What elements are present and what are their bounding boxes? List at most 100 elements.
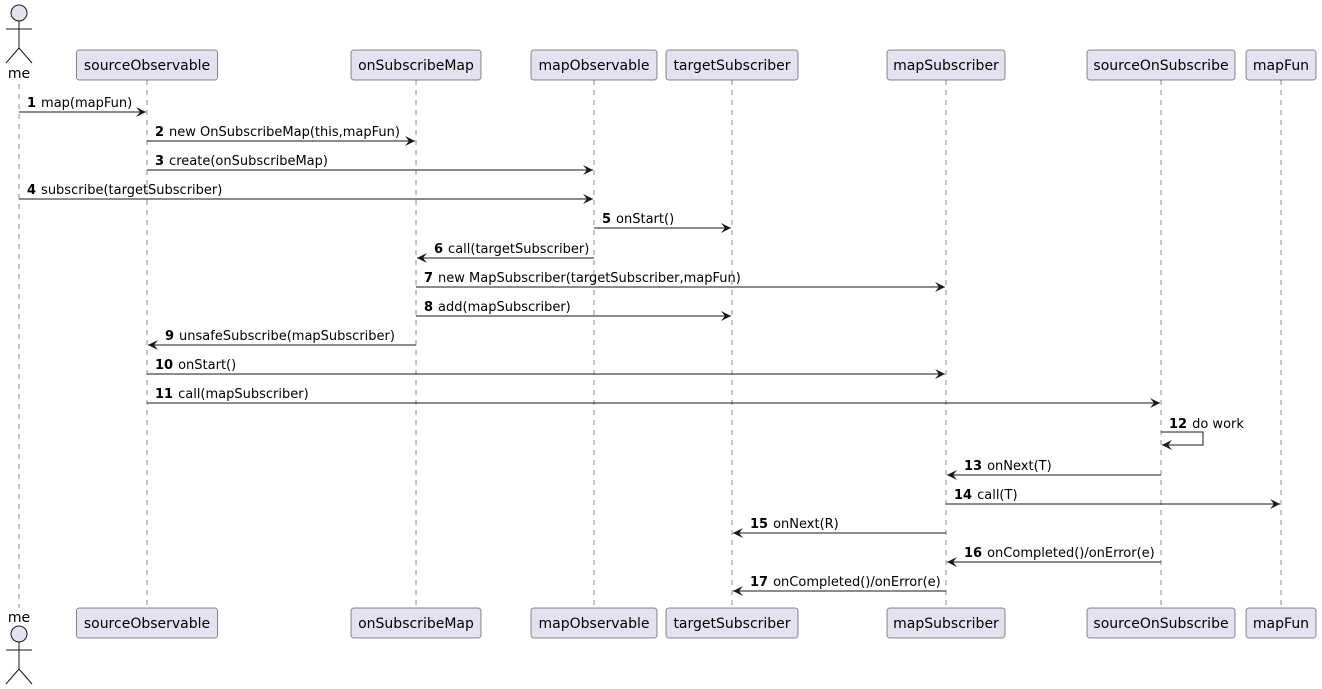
message-text: new OnSubscribeMap(this,mapFun) xyxy=(169,125,400,140)
message-number: 5 xyxy=(602,212,611,227)
participant-label: sourceOnSubscribe xyxy=(1093,58,1228,74)
message-13: 13 onNext(T) xyxy=(947,459,1161,480)
message-number: 12 xyxy=(1169,417,1187,432)
message-label: 14 call(T) xyxy=(954,488,1018,503)
participant-label: targetSubscriber xyxy=(673,616,790,632)
message-number: 2 xyxy=(155,125,164,140)
actor-label-top: me xyxy=(8,66,30,82)
message-label: 5 onStart() xyxy=(602,212,674,227)
message-label: 4 subscribe(targetSubscriber) xyxy=(27,183,222,198)
message-text: onCompleted()/onError(e) xyxy=(773,575,941,590)
message-16: 16 onCompleted()/onError(e) xyxy=(947,546,1161,567)
message-text: call(T) xyxy=(977,488,1017,503)
message-label: 1 map(mapFun) xyxy=(27,96,132,111)
participant-onSubscribeMap-bottom: onSubscribeMap xyxy=(350,607,482,639)
message-number: 4 xyxy=(27,183,36,198)
message-text: create(onSubscribeMap) xyxy=(169,154,328,169)
participant-mapFun-top: mapFun xyxy=(1245,49,1317,81)
participant-sourceOnSubscribe-bottom: sourceOnSubscribe xyxy=(1086,607,1236,639)
actor-figure-top xyxy=(5,4,33,64)
participant-label: mapSubscriber xyxy=(893,58,999,74)
message-text: map(mapFun) xyxy=(41,96,132,111)
participant-targetSubscriber-bottom: targetSubscriber xyxy=(665,607,799,639)
message-label: 6 call(targetSubscriber) xyxy=(434,242,589,257)
message-number: 7 xyxy=(424,271,433,286)
participant-label: mapObservable xyxy=(539,58,650,74)
message-7: 7 new MapSubscriber(targetSubscriber,mapF… xyxy=(416,271,945,292)
message-text: call(targetSubscriber) xyxy=(448,242,589,257)
participant-mapFun-bottom: mapFun xyxy=(1245,607,1317,639)
message-label: 12 do work xyxy=(1169,417,1244,432)
message-label: 7 new MapSubscriber(targetSubscriber,mapF… xyxy=(424,271,741,286)
message-14: 14 call(T) xyxy=(946,488,1280,509)
message-text: do work xyxy=(1192,417,1244,432)
message-arrow xyxy=(1161,431,1204,450)
participant-label: sourceObservable xyxy=(84,58,210,74)
message-label: 2 new OnSubscribeMap(this,mapFun) xyxy=(155,125,400,140)
participant-label: targetSubscriber xyxy=(673,58,790,74)
message-number: 14 xyxy=(954,488,972,503)
participant-mapObservable-bottom: mapObservable xyxy=(530,607,658,639)
message-text: subscribe(targetSubscriber) xyxy=(41,183,222,198)
participant-mapSubscriber-top: mapSubscriber xyxy=(886,49,1006,81)
participant-mapSubscriber-bottom: mapSubscriber xyxy=(886,607,1006,639)
participant-label: mapFun xyxy=(1253,616,1309,632)
participant-label: mapFun xyxy=(1253,58,1309,74)
message-8: 8 add(mapSubscriber) xyxy=(416,300,731,321)
message-label: 9 unsafeSubscribe(mapSubscriber) xyxy=(165,329,395,344)
message-text: onStart() xyxy=(178,358,236,373)
message-4: 4 subscribe(targetSubscriber) xyxy=(19,183,593,204)
message-number: 3 xyxy=(155,154,164,169)
message-label: 8 add(mapSubscriber) xyxy=(424,300,571,315)
message-text: onNext(R) xyxy=(773,517,839,532)
message-text: call(mapSubscriber) xyxy=(178,387,309,402)
message-label: 16 onCompleted()/onError(e) xyxy=(964,546,1155,561)
message-11: 11 call(mapSubscriber) xyxy=(147,387,1160,408)
participant-label: sourceOnSubscribe xyxy=(1093,616,1228,632)
message-label: 11 call(mapSubscriber) xyxy=(155,387,309,402)
message-9: 9 unsafeSubscribe(mapSubscriber) xyxy=(148,329,416,350)
participant-label: mapObservable xyxy=(539,616,650,632)
message-number: 13 xyxy=(964,459,982,474)
message-number: 16 xyxy=(964,546,982,561)
message-text: new MapSubscriber(targetSubscriber,mapFu… xyxy=(438,271,741,286)
participant-label: mapSubscriber xyxy=(893,616,999,632)
message-label: 3 create(onSubscribeMap) xyxy=(155,154,328,169)
participant-sourceOnSubscribe-top: sourceOnSubscribe xyxy=(1086,49,1236,81)
message-17: 17 onCompleted()/onError(e) xyxy=(733,575,946,596)
message-number: 11 xyxy=(155,387,173,402)
message-6: 6 call(targetSubscriber) xyxy=(417,242,594,263)
message-5: 5 onStart() xyxy=(594,212,731,233)
message-12: 12 do work xyxy=(1161,417,1244,450)
message-label: 15 onNext(R) xyxy=(750,517,839,532)
participant-label: onSubscribeMap xyxy=(358,58,474,74)
message-number: 1 xyxy=(27,96,36,111)
message-2: 2 new OnSubscribeMap(this,mapFun) xyxy=(147,125,415,146)
message-text: onNext(T) xyxy=(987,459,1052,474)
message-15: 15 onNext(R) xyxy=(733,517,946,538)
message-text: onStart() xyxy=(616,212,674,227)
participant-onSubscribeMap-top: onSubscribeMap xyxy=(350,49,482,81)
message-1: 1 map(mapFun) xyxy=(19,96,146,117)
message-text: onCompleted()/onError(e) xyxy=(987,546,1155,561)
participant-targetSubscriber-top: targetSubscriber xyxy=(665,49,799,81)
message-number: 17 xyxy=(750,575,768,590)
message-number: 9 xyxy=(165,329,174,344)
message-text: unsafeSubscribe(mapSubscriber) xyxy=(179,329,395,344)
message-text: add(mapSubscriber) xyxy=(438,300,571,315)
actor-label-bottom: me xyxy=(8,610,30,626)
message-number: 8 xyxy=(424,300,433,315)
participant-sourceObservable-top: sourceObservable xyxy=(76,49,218,81)
message-label: 17 onCompleted()/onError(e) xyxy=(750,575,941,590)
message-number: 6 xyxy=(434,242,443,257)
actor-figure-bottom xyxy=(5,625,33,685)
participant-sourceObservable-bottom: sourceObservable xyxy=(76,607,218,639)
message-number: 15 xyxy=(750,517,768,532)
participant-label: sourceObservable xyxy=(84,616,210,632)
message-label: 13 onNext(T) xyxy=(964,459,1052,474)
participant-label: onSubscribeMap xyxy=(358,616,474,632)
participant-mapObservable-top: mapObservable xyxy=(530,49,658,81)
